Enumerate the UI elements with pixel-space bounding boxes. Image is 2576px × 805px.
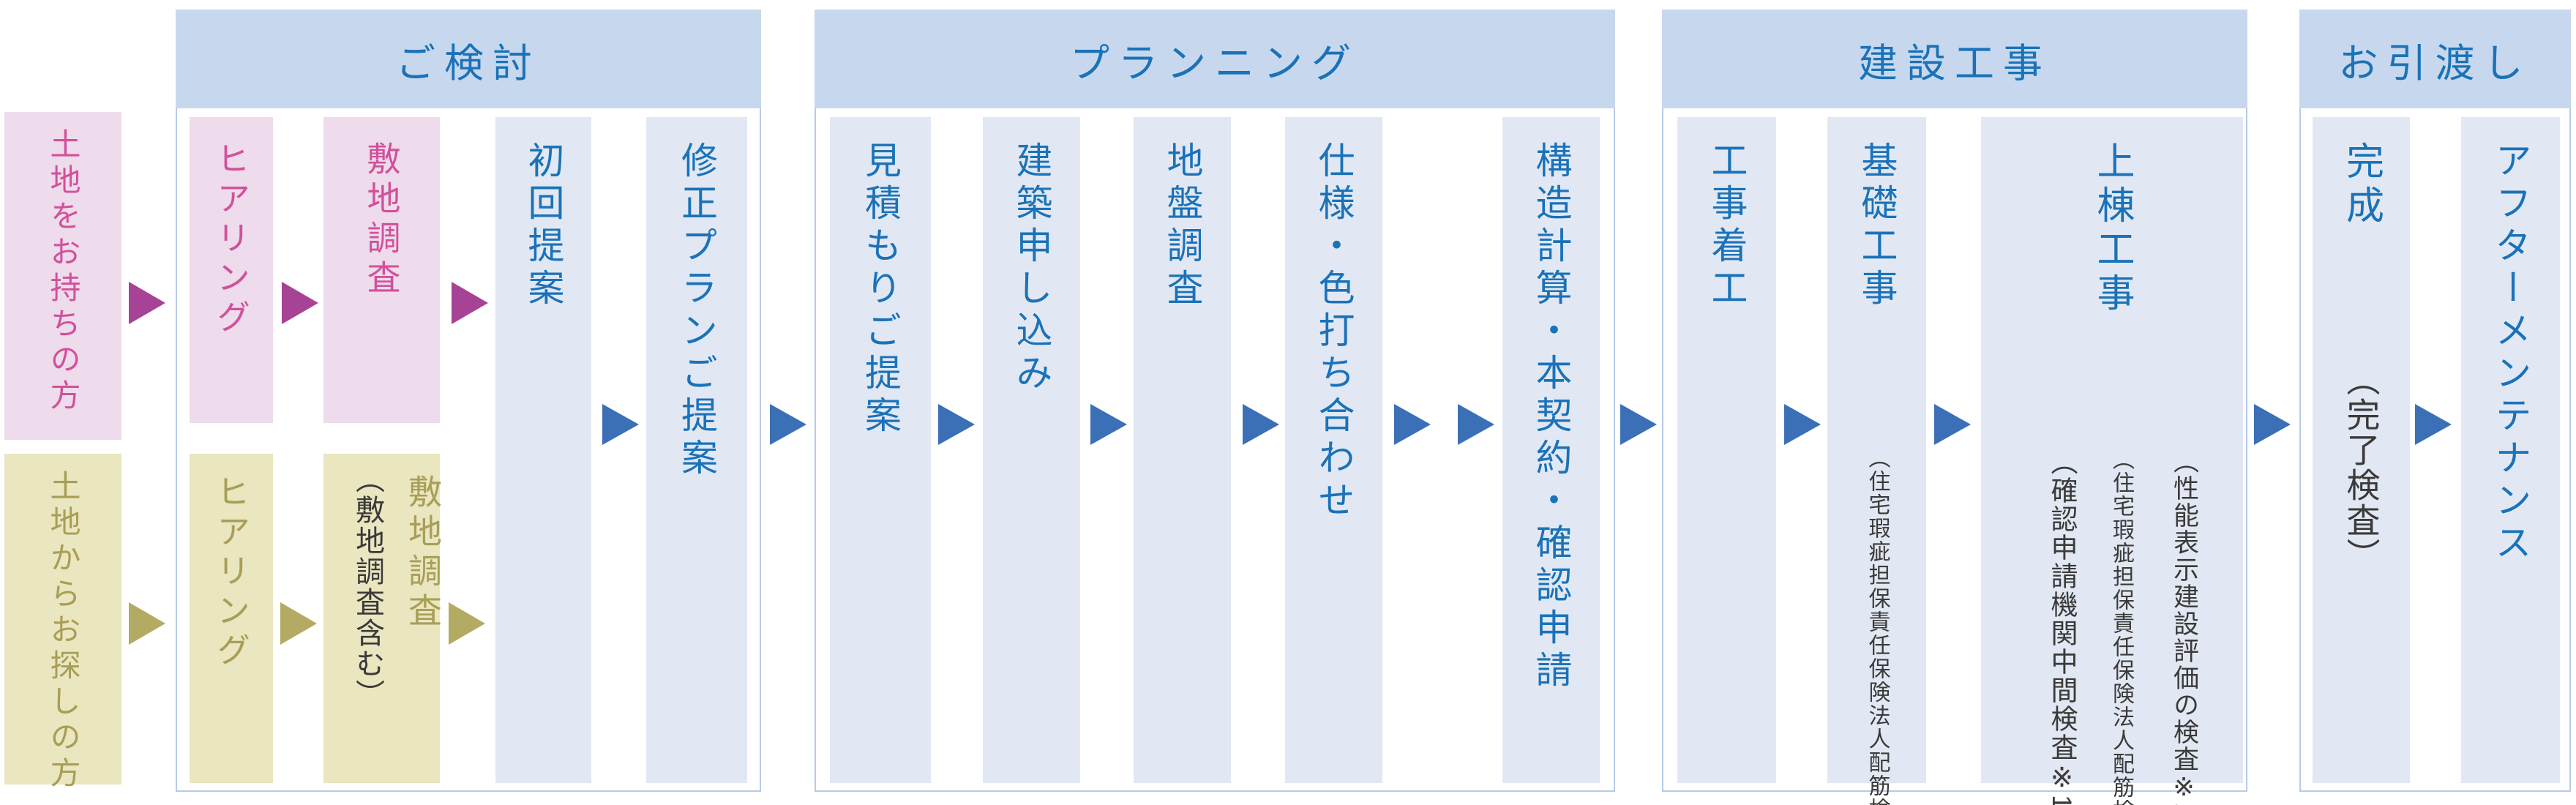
section-header-planning: プランニング [815,10,1615,110]
entry-box-own-land-label: 土地をお持ちの方 [46,128,80,415]
step-site-survey-own-land: 敷地調査 [323,117,440,423]
step-label: 敷地調査 [404,474,442,632]
section-title: プランニング [1070,42,1360,86]
arrow-right-icon [2415,404,2452,445]
step-ground-survey: 地盤調査 [1134,117,1231,783]
step-site-survey-find-land: 敷地調査 （敷地調査含む） [323,454,442,783]
step-first-proposal: 初回提案 [495,117,591,783]
arrow-right-icon [1394,404,1431,445]
arrow-right-icon [770,404,806,445]
arrow-right-icon [129,602,165,645]
step-label: 敷地調査 [362,141,401,299]
arrow-right-icon [2254,404,2291,445]
arrow-right-icon [1620,404,1657,445]
step-framing-work: 上棟工事 （性能表示建設評価の検査※2） （住宅瑕疵担保責任保険法人配筋検査） … [1981,117,2243,805]
arrow-right-icon [1934,404,1971,445]
step-estimate-proposal: 見積もりご提案 [830,117,931,783]
step-note-interim-inspection: （確認申請機関中間検査※1） [2047,448,2077,805]
step-completion: 完成 （完了検査） [2313,117,2410,783]
step-construction-application: 建築申し込み [983,117,1080,783]
step-label: 見積もりご提案 [860,141,901,438]
step-label: 地盤調査 [1161,141,1203,311]
step-label: 上棟工事 [2091,141,2133,317]
section-title: 建設工事 [1858,42,2051,86]
arrow-right-icon [282,282,318,324]
arrow-right-icon [938,404,975,445]
arrow-right-icon [280,602,317,645]
step-label: 工事着工 [1706,141,1748,311]
arrow-right-icon [1243,404,1279,445]
arrow-right-icon [449,602,485,645]
step-label: 完成 [2340,141,2383,229]
section-header-construction: 建設工事 [1662,10,2247,110]
arrow-right-icon [602,404,639,445]
step-label: 修正プランご提案 [676,141,717,481]
step-note-performance-inspection: （性能表示建設評価の検査※2） [2170,448,2198,805]
step-spec-color-meeting: 仕様・色打ち合わせ [1285,117,1382,783]
step-label: 仕様・色打ち合わせ [1313,141,1355,523]
arrow-right-icon [129,282,165,324]
arrow-right-icon [452,282,488,324]
step-hearing-find-land: ヒアリング [190,454,273,783]
step-label: 初回提案 [523,141,564,311]
step-label: 基礎工事 [1856,141,1898,311]
step-note-insurance-inspection: （住宅瑕疵担保責任保険法人配筋検査） [2109,448,2133,805]
step-foundation-work: 基礎工事 （住宅瑕疵担保責任保険法人配筋検査） [1827,117,1926,805]
section-header-handover: お引渡し [2299,10,2571,110]
step-note: （住宅瑕疵担保責任保険法人配筋検査） [1865,446,1890,805]
step-label: 建築申し込み [1011,141,1052,396]
arrow-right-icon [1784,404,1821,445]
entry-box-find-land-label: 土地からお探しの方 [46,470,80,793]
step-note-final-inspection: （完了検査） [2342,362,2381,573]
entry-box-own-land: 土地をお持ちの方 [4,112,121,440]
step-revised-proposal: 修正プランご提案 [646,117,747,783]
section-title: ご検討 [396,42,541,86]
arrow-right-icon [1090,404,1127,445]
step-after-maintenance: アフターメンテナンス [2461,117,2560,783]
step-note: （敷地調査含む） [351,464,383,710]
step-structure-contract-application: 構造計算・本契約・確認申請 [1502,117,1600,783]
step-label: アフターメンテナンス [2490,141,2531,566]
section-title: お引渡し [2338,42,2532,86]
arrow-right-icon [1458,404,1494,445]
step-hearing-own-land: ヒアリング [190,117,273,423]
step-construction-start: 工事着工 [1677,117,1776,783]
step-label: 構造計算・本契約・確認申請 [1530,141,1572,693]
section-header-consideration: ご検討 [176,10,761,110]
step-label: ヒアリング [212,141,250,339]
step-label: ヒアリング [212,474,250,672]
entry-box-find-land: 土地からお探しの方 [4,454,121,793]
